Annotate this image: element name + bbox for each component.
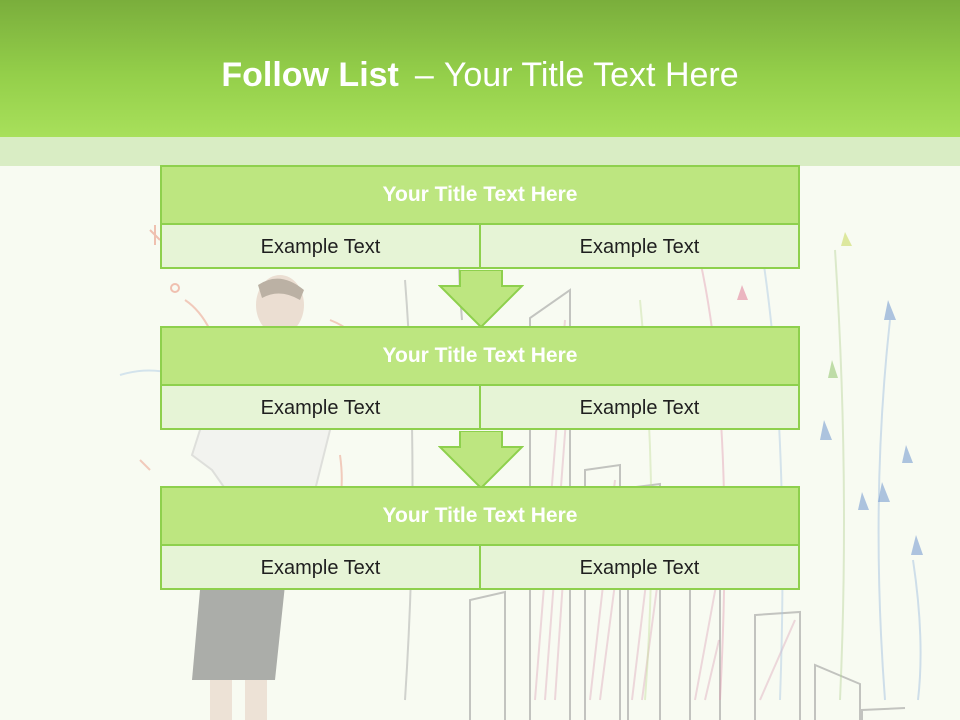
slide-title-bold: Follow List (221, 56, 399, 94)
block-title: Your Title Text Here (162, 488, 798, 546)
slide-title: Follow List–Your Title Text Here (0, 52, 960, 98)
block-row: Example Text Example Text (162, 546, 798, 590)
down-arrow-icon (438, 431, 524, 489)
block-row: Example Text Example Text (162, 225, 798, 269)
block-cell-right: Example Text (479, 225, 798, 269)
list-block-2: Your Title Text Here Example Text Exampl… (160, 326, 800, 430)
block-cell-right: Example Text (479, 386, 798, 430)
block-cell-right: Example Text (479, 546, 798, 590)
slide-title-rest: Your Title Text Here (443, 56, 739, 94)
slide-header (0, 0, 960, 137)
list-block-1: Your Title Text Here Example Text Exampl… (160, 165, 800, 269)
down-arrow-icon (438, 270, 524, 328)
doodle-arrowheads (149, 225, 923, 555)
block-cell-left: Example Text (260, 397, 381, 419)
slide-title-dash: – (414, 56, 434, 94)
header-band (0, 137, 960, 166)
block-title: Your Title Text Here (162, 167, 798, 225)
list-block-3: Your Title Text Here Example Text Exampl… (160, 486, 800, 590)
block-cell-left: Example Text (260, 236, 381, 258)
block-cell-left: Example Text (260, 557, 381, 579)
block-title: Your Title Text Here (162, 328, 798, 386)
block-row: Example Text Example Text (162, 386, 798, 430)
